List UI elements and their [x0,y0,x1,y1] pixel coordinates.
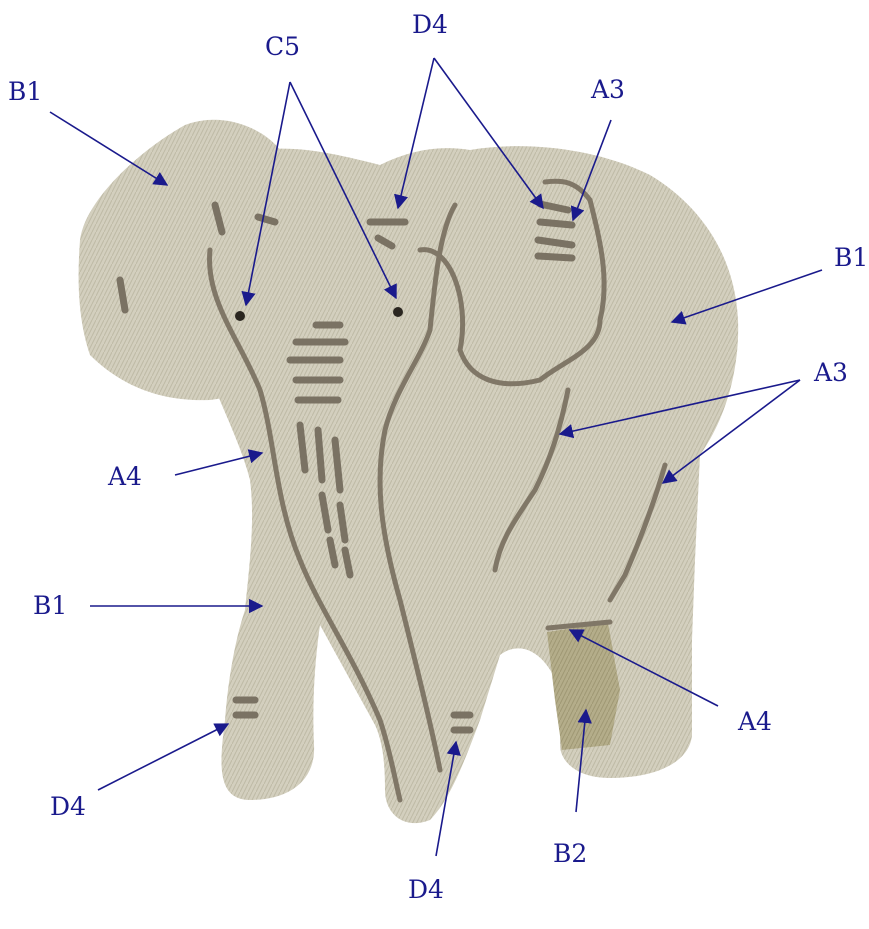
label-d4-left-foot: D4 [50,792,86,821]
label-a4-trunk: A4 [107,462,142,491]
label-a3-top: A3 [590,75,625,104]
label-a3-side: A3 [813,358,848,387]
label-b1-body: B1 [834,243,868,272]
label-b2-foot: B2 [553,839,587,868]
label-a4-leg: A4 [737,707,772,736]
label-b1-leg: B1 [33,591,67,620]
label-d4-head: D4 [412,10,448,39]
right-eye [393,307,403,317]
left-eye [235,311,245,321]
label-b1-ear: B1 [8,77,42,106]
label-d4-bottom: D4 [408,875,444,904]
label-c5-eyes: C5 [265,32,300,61]
